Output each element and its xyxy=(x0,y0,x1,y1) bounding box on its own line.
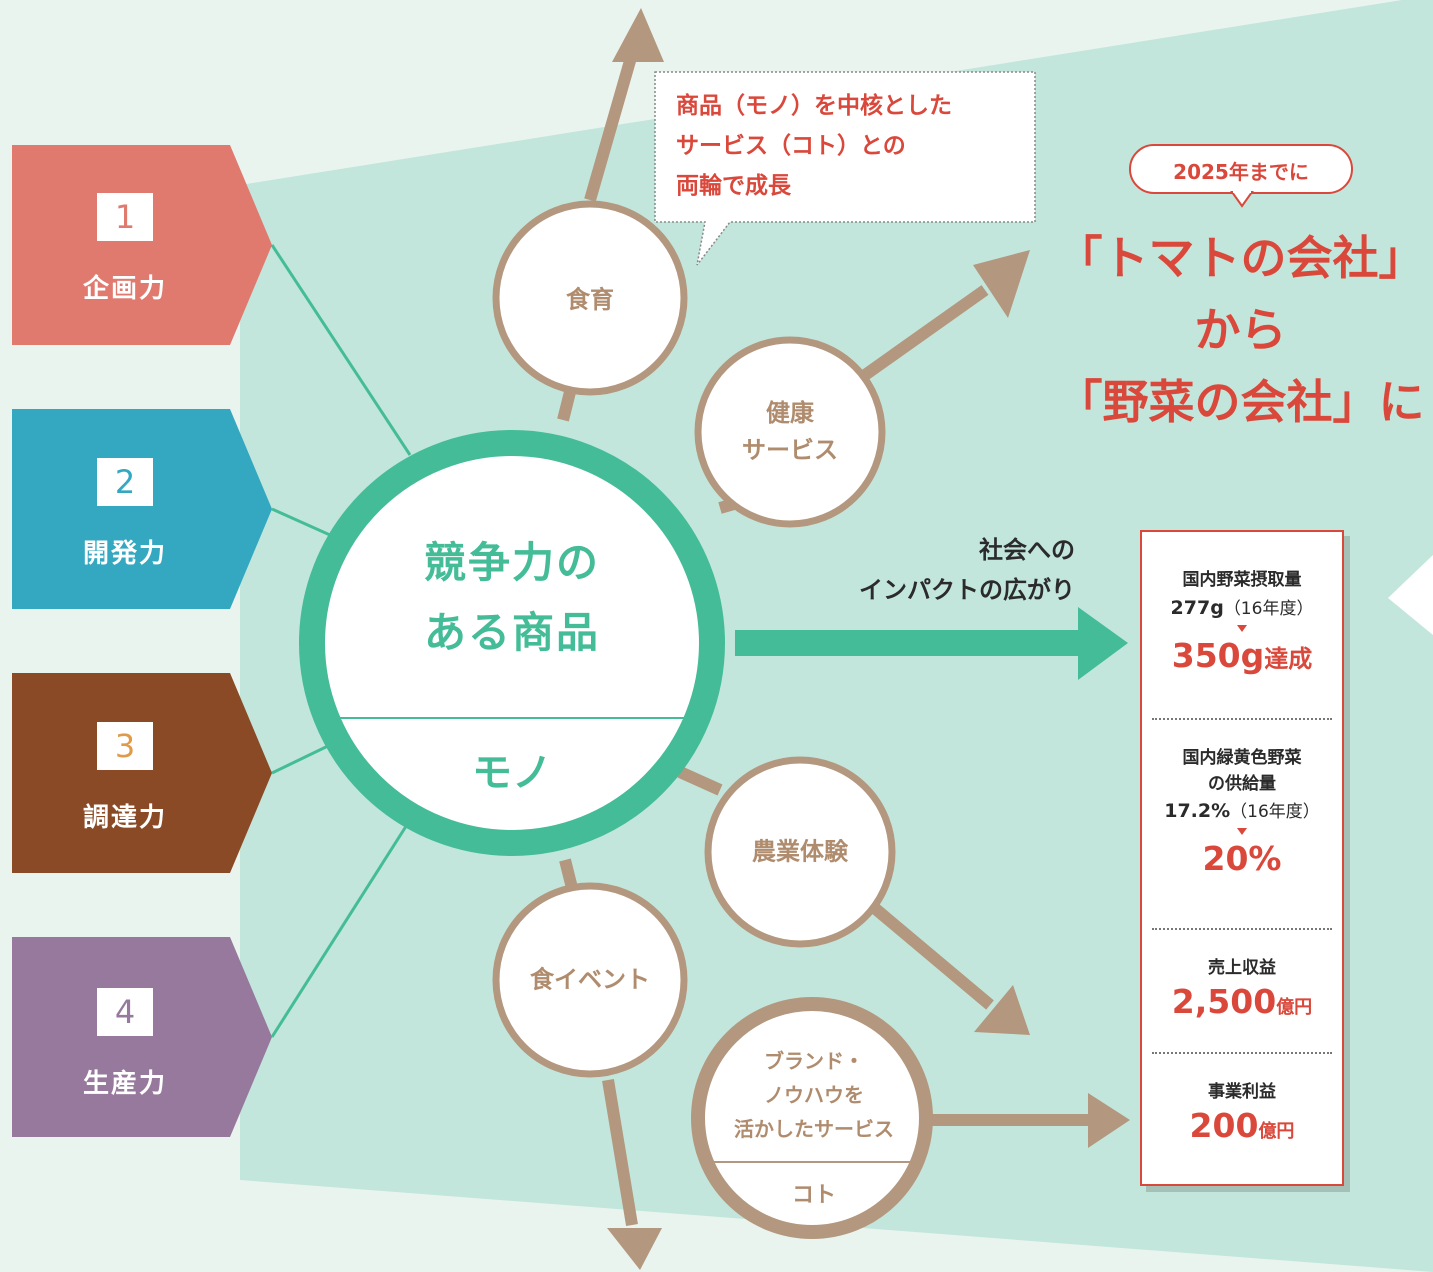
circle-nogyo xyxy=(704,756,896,948)
service-connectors xyxy=(557,38,1090,1226)
capability-number-2: 2 xyxy=(97,458,153,506)
service-brand-line-1: ブランド・ xyxy=(764,1049,864,1073)
service-nogyo: 農業体験 xyxy=(752,837,848,866)
core-product-line-2: ある商品 xyxy=(423,608,600,657)
goal-line-2: から xyxy=(1194,303,1287,357)
metric-divider xyxy=(1152,718,1332,720)
arrowhead-right xyxy=(1088,1093,1130,1148)
callout-line-1: 商品（モノ）を中核とした xyxy=(676,93,952,119)
core-product-title: 競争力の ある商品 xyxy=(362,528,662,668)
metric-3-label: 売上収益 xyxy=(1208,958,1276,978)
arrowhead-downright xyxy=(974,985,1030,1035)
service-kenko: 健康 サービス xyxy=(742,395,838,469)
arrowhead-upright xyxy=(973,250,1030,318)
callout-text: 商品（モノ）を中核とした サービス（コト）との 両輪で成長 xyxy=(676,86,952,206)
metric-3-value: 2,500億円 xyxy=(1171,981,1313,1021)
impact-label: 社会への インパクトの広がり xyxy=(760,530,1075,610)
metric-2-label-1: 国内緑黄色野菜 xyxy=(1182,748,1302,768)
metric-operating-profit: 事業利益 200億円 xyxy=(1142,1080,1342,1145)
metric-2-target: 20% xyxy=(1202,839,1282,878)
metric-divider xyxy=(1152,1052,1332,1054)
service-shokuiku: 食育 xyxy=(566,285,614,314)
metric-revenue: 売上収益 2,500億円 xyxy=(1142,956,1342,1021)
goal-line-3: 「野菜の会社」に xyxy=(1056,375,1425,429)
metric-1-label: 国内野菜摂取量 xyxy=(1182,570,1302,590)
goal-badge-text: 2025年までに xyxy=(1173,160,1309,184)
goal-line-1: 「トマトの会社」 xyxy=(1056,231,1425,285)
impact-arrow xyxy=(735,607,1128,680)
mono-label: モノ xyxy=(472,750,552,796)
capability-tile-4 xyxy=(12,937,272,1137)
capability-tile-2 xyxy=(12,409,272,609)
impact-line-2: インパクトの広がり xyxy=(859,576,1075,604)
service-brand: ブランド・ ノウハウを 活かしたサービス xyxy=(734,1044,894,1146)
service-brand-line-3: 活かしたサービス xyxy=(734,1117,894,1141)
service-kenko-line-2: サービス xyxy=(742,436,838,464)
koto-label: コト xyxy=(791,1182,837,1208)
capability-tile-3 xyxy=(12,673,272,873)
circle-event xyxy=(492,882,688,1078)
callout-box xyxy=(654,71,1036,266)
core-product-line-1: 競争力の xyxy=(423,538,600,587)
capability-label-4: 生産力 xyxy=(82,1069,167,1099)
capability-tile-1 xyxy=(12,145,272,345)
metric-1-target: 350g達成 xyxy=(1171,635,1313,675)
callout-line-3: 両輪で成長 xyxy=(676,173,791,199)
down-triangle-icon xyxy=(1237,828,1247,835)
arrowheads xyxy=(607,8,1130,1270)
capability-number-4: 4 xyxy=(97,988,153,1036)
down-triangle-icon xyxy=(1237,624,1247,632)
connector-lines xyxy=(270,244,412,1038)
goal-statement: 「トマトの会社」 から 「野菜の会社」に xyxy=(1048,222,1433,438)
circle-kenko xyxy=(694,336,886,528)
metric-2-baseline: 17.2%（16年度） xyxy=(1164,800,1320,822)
metric-2-label-2: の供給量 xyxy=(1208,773,1276,794)
metric-divider xyxy=(1152,928,1332,930)
edge-marker xyxy=(1388,555,1433,635)
metrics-panel: 国内野菜摂取量 277g（16年度） 350g達成 国内緑黄色野菜 の供給量 1… xyxy=(1140,530,1344,1186)
metric-4-label: 事業利益 xyxy=(1208,1082,1276,1102)
service-brand-line-2: ノウハウを xyxy=(764,1083,864,1107)
metric-1-baseline: 277g（16年度） xyxy=(1170,596,1314,619)
circle-brand xyxy=(691,997,933,1239)
capability-label-3: 調達力 xyxy=(82,803,167,833)
service-event: 食イベント xyxy=(530,965,650,994)
metric-green-vegetable-supply: 国内緑黄色野菜 の供給量 17.2%（16年度） 20% xyxy=(1142,746,1342,878)
metric-vegetable-intake: 国内野菜摂取量 277g（16年度） 350g達成 xyxy=(1142,568,1342,675)
capability-number-3: 3 xyxy=(97,722,153,770)
callout-line-2: サービス（コト）との xyxy=(676,133,906,159)
core-product-circle xyxy=(299,430,725,856)
impact-line-1: 社会への xyxy=(979,536,1075,564)
goal-badge xyxy=(1129,144,1353,208)
metric-4-value: 200億円 xyxy=(1189,1105,1295,1145)
circle-shokuiku xyxy=(492,200,688,396)
arrowhead-down xyxy=(607,1228,662,1270)
service-kenko-line-1: 健康 xyxy=(766,398,814,427)
capability-label-1: 企画力 xyxy=(82,274,167,304)
capability-label-2: 開発力 xyxy=(82,539,167,569)
arrowhead-up xyxy=(612,8,664,62)
capability-number-1: 1 xyxy=(97,193,153,241)
